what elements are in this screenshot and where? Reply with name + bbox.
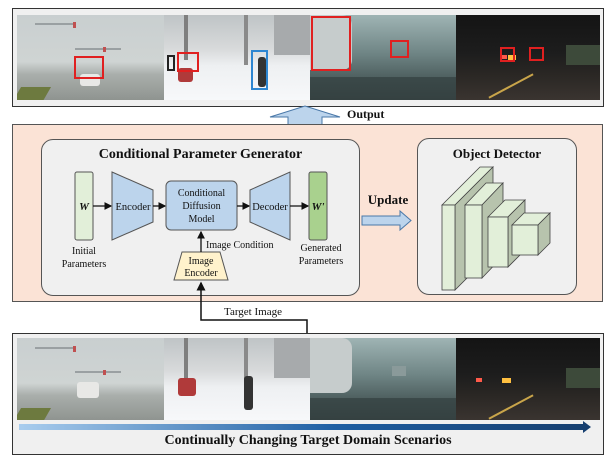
rain-scene <box>310 338 456 420</box>
detection-box-cyclist <box>251 50 268 90</box>
image-encoder-block <box>173 251 229 281</box>
image-condition-label: Image Condition <box>206 240 274 251</box>
output-arrow-icon <box>269 105 341 127</box>
detection-box-car <box>500 47 515 62</box>
snow-scene-output <box>164 15 310 100</box>
image-encoder-label-line1: Image <box>189 256 215 267</box>
initial-params-line1: Initial <box>72 246 96 257</box>
detection-box-car <box>529 47 544 61</box>
night-scene <box>456 338 600 420</box>
initial-params-line2: Parameters <box>62 259 107 270</box>
decoder-label: Decoder <box>252 202 288 213</box>
detection-box-person <box>167 55 175 71</box>
detector-title: Object Detector <box>452 146 542 161</box>
snow-scene <box>164 338 310 420</box>
detection-box-car <box>390 40 409 58</box>
w-label: W <box>79 201 90 213</box>
rain-scene-output <box>310 15 456 100</box>
target-image-label: Target Image <box>224 306 282 318</box>
scenario-caption: Continually Changing Target Domain Scena… <box>164 433 452 448</box>
update-arrow-icon <box>361 209 412 232</box>
detection-box-car <box>177 52 199 72</box>
output-label: Output <box>347 107 385 121</box>
decoder-block <box>249 171 291 241</box>
image-encoder-label-line2: Encoder <box>184 268 218 279</box>
fog-scene-output <box>17 15 164 100</box>
encoder-block <box>111 171 154 241</box>
generated-params-line1: Generated <box>300 243 341 254</box>
target-image-connector <box>196 281 308 333</box>
fog-scene <box>17 338 164 420</box>
generator-title: Conditional Parameter Generator <box>98 147 303 162</box>
generated-params-line2: Parameters <box>299 256 344 267</box>
night-scene-output <box>456 15 600 100</box>
encoder-label: Encoder <box>116 202 151 213</box>
diffusion-label-line3: Model <box>188 214 214 225</box>
network-layer-4 <box>511 212 551 256</box>
w-prime-label: W' <box>312 201 325 213</box>
detection-box-car <box>74 56 104 79</box>
diffusion-label-line1: Conditional <box>178 188 225 199</box>
detection-box-truck <box>311 16 351 71</box>
update-label: Update <box>368 192 409 207</box>
diffusion-label-line2: Diffusion <box>182 201 220 212</box>
generated-weights-block <box>308 171 328 241</box>
